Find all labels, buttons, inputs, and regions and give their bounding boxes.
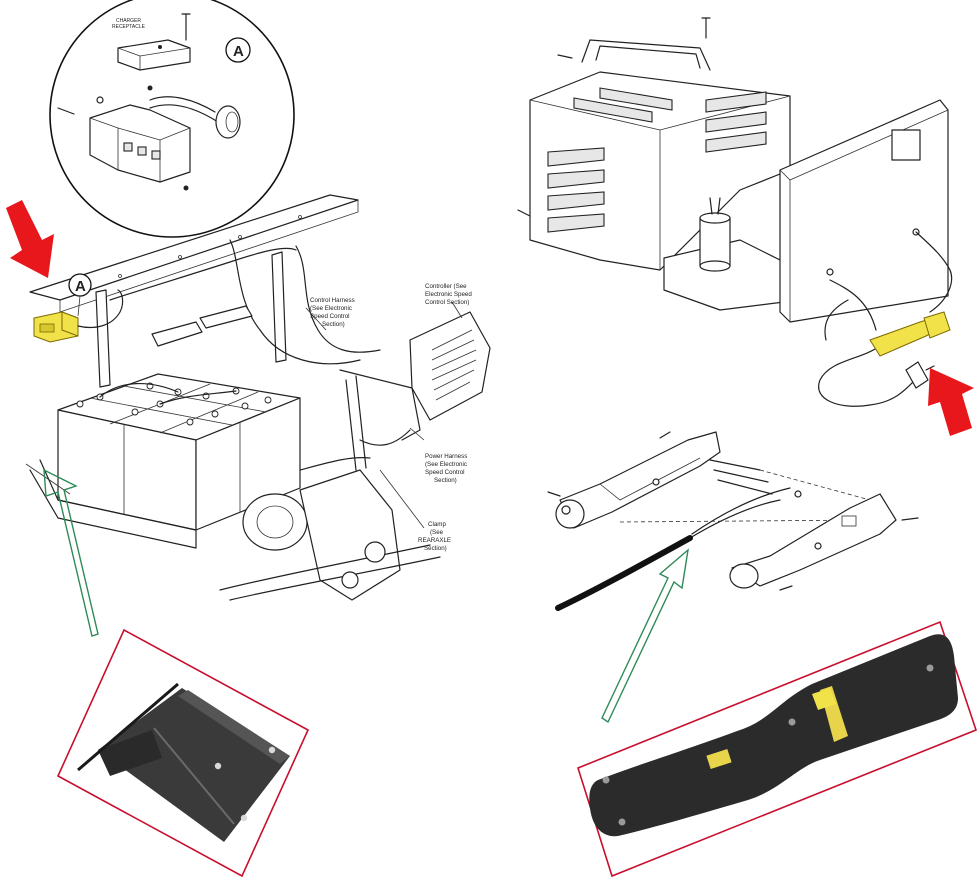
control-harness-label: Control Harness (See Electronic Speed Co…	[310, 297, 356, 328]
green-outline-arrow-icon	[43, 468, 99, 637]
inset-mounting-bracket	[56, 628, 310, 878]
inset-charger-plug	[577, 620, 977, 878]
motor-axle	[219, 469, 441, 601]
capacitor	[699, 197, 731, 272]
callout-a-badge	[225, 37, 251, 63]
charger-plug	[869, 311, 951, 357]
charger-enclosure	[517, 17, 953, 407]
clamp-label: Clamp (See REARAXLE Section)	[418, 521, 453, 552]
callout-a-label: A	[233, 43, 244, 60]
battery-frame-assembly: A Control Harness (See Electronic Speed …	[25, 194, 491, 601]
front-panel	[779, 99, 949, 323]
red-arrow-icon	[6, 200, 54, 278]
power-harness-label: Power Harness (See Electronic Speed Cont…	[425, 453, 469, 484]
controller-label: Controller (See Electronic Speed Control…	[425, 283, 474, 306]
charger-receptacle-connector	[33, 289, 124, 343]
battery-pack	[57, 373, 301, 531]
callout-a-main-label: A	[75, 278, 86, 295]
charger-plug-exploded	[547, 431, 919, 611]
controller	[339, 311, 491, 471]
red-arrow-icon	[928, 368, 974, 436]
green-outline-arrow-icon	[601, 548, 689, 724]
